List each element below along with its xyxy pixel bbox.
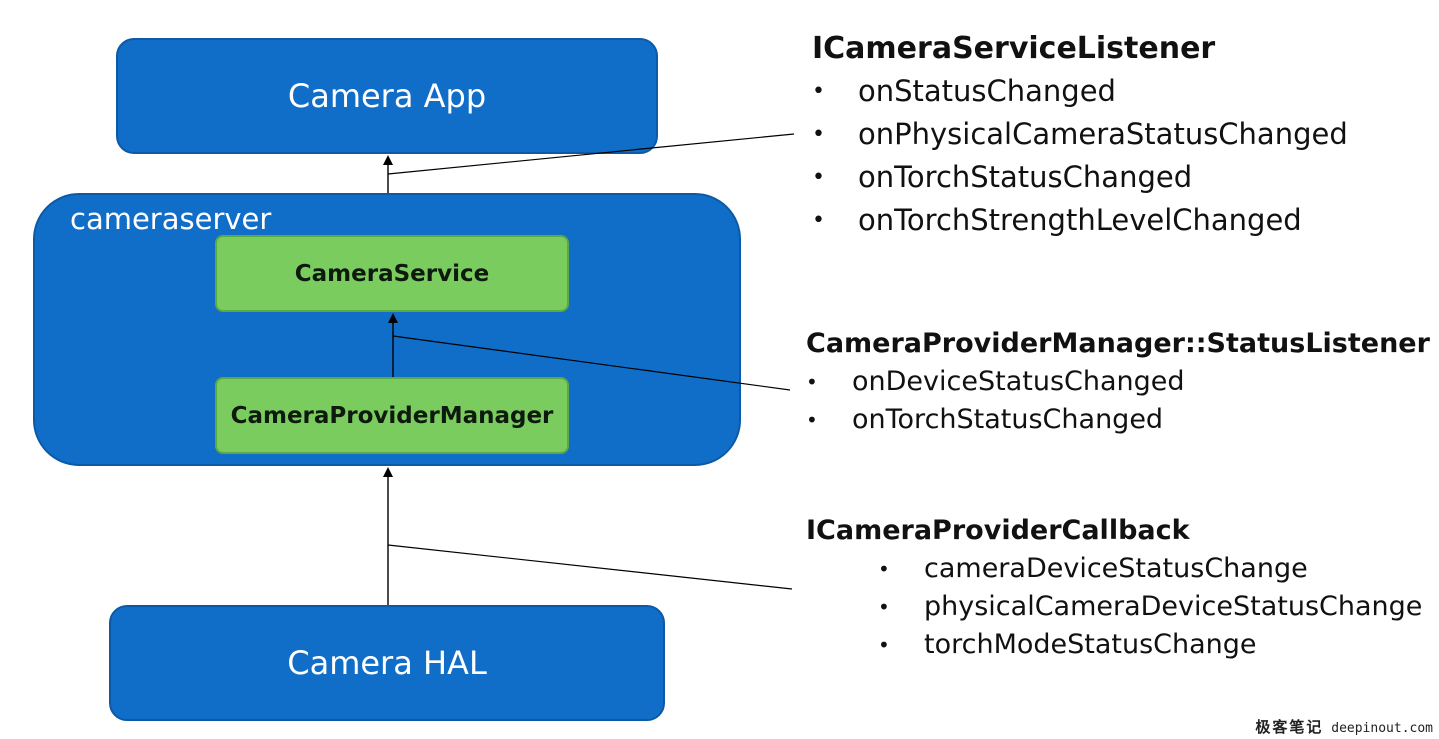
bullet: • <box>812 165 825 190</box>
group-title: ICameraServiceListener <box>812 31 1216 66</box>
callback-name: onTorchStatusChanged <box>858 160 1193 194</box>
callback-name: onDeviceStatusChanged <box>852 366 1185 397</box>
bullet: • <box>878 557 890 581</box>
list-item: • onDeviceStatusChanged <box>806 363 1430 401</box>
bullet: • <box>806 408 818 432</box>
bullet: • <box>812 79 825 104</box>
list-item: • onStatusChanged <box>812 70 1348 113</box>
list-item: • cameraDeviceStatusChange <box>878 550 1422 588</box>
list-item: • physicalCameraDeviceStatusChange <box>878 588 1422 626</box>
list-item: • onTorchStatusChanged <box>812 156 1348 199</box>
camera-provider-manager-box: CameraProviderManager <box>215 377 569 454</box>
callback-list: • onStatusChanged • onPhysicalCameraStatus… <box>812 70 1348 242</box>
camera-service-box: CameraService <box>215 235 569 312</box>
camera-provider-manager-label: CameraProviderManager <box>230 402 554 429</box>
cameraserver-label: cameraserver <box>70 202 272 236</box>
bullet: • <box>878 633 890 657</box>
callback-name: cameraDeviceStatusChange <box>924 553 1308 584</box>
provider-callback-group: ICameraProviderCallback • cameraDeviceSta… <box>806 512 1422 664</box>
group-title: CameraProviderManager::StatusListener <box>806 328 1430 359</box>
callback-name: onTorchStatusChanged <box>852 404 1164 435</box>
list-item: • torchModeStatusChange <box>878 626 1422 664</box>
bullet: • <box>812 208 825 233</box>
watermark: 极客笔记 deepinout.com <box>1255 716 1433 737</box>
camera-hal-box: Camera HAL <box>109 605 665 721</box>
bullet: • <box>878 595 890 619</box>
callback-name: physicalCameraDeviceStatusChange <box>924 591 1423 622</box>
callback-list: • onDeviceStatusChanged • onTorchStatusCha… <box>806 363 1430 439</box>
callback-name: torchModeStatusChange <box>924 629 1257 660</box>
callback-name: onStatusChanged <box>858 74 1116 108</box>
list-item: • onPhysicalCameraStatusChanged <box>812 113 1348 156</box>
list-item: • onTorchStrengthLevelChanged <box>812 199 1348 242</box>
bullet: • <box>812 122 825 147</box>
list-item: • onTorchStatusChanged <box>806 401 1430 439</box>
camera-app-box: Camera App <box>116 38 658 154</box>
camera-service-label: CameraService <box>294 260 490 287</box>
camera-app-label: Camera App <box>287 77 487 115</box>
pointer-line-provider-callback <box>387 544 793 590</box>
camera-service-listener-group: ICameraServiceListener • onStatusChanged … <box>812 28 1348 242</box>
bullet: • <box>806 370 818 394</box>
group-title: ICameraProviderCallback <box>806 515 1190 546</box>
watermark-site: deepinout.com <box>1331 721 1433 736</box>
camera-hal-label: Camera HAL <box>287 644 487 682</box>
callback-name: onTorchStrengthLevelChanged <box>858 203 1302 237</box>
callback-list: • cameraDeviceStatusChange • physicalCamer… <box>878 550 1422 664</box>
callback-name: onPhysicalCameraStatusChanged <box>858 117 1348 151</box>
watermark-cn: 极客笔记 <box>1255 718 1324 736</box>
status-listener-group: CameraProviderManager::StatusListener •o… <box>806 325 1430 439</box>
